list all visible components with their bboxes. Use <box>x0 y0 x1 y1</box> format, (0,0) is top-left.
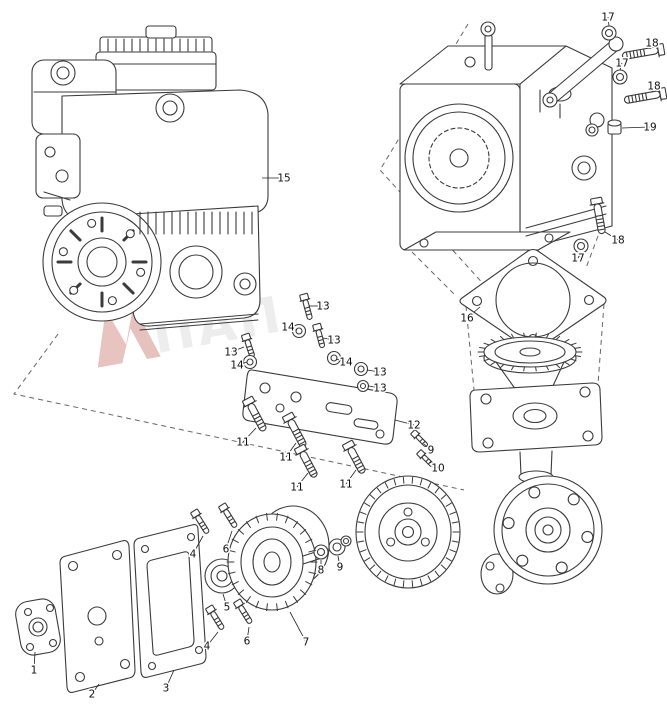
callout-leader-line <box>225 530 233 550</box>
callout-label: 17 <box>601 12 614 24</box>
mounting-plate-illustration <box>242 369 398 445</box>
watermark-m-icon <box>97 304 161 368</box>
callout-label: 18 <box>611 235 624 247</box>
callout-leader-line <box>337 555 341 568</box>
callout-leader-line <box>192 535 204 555</box>
callout-leader-line <box>242 427 257 443</box>
callout-label: 11 <box>236 437 249 449</box>
callout-leader-line <box>91 683 100 695</box>
callout-leader-line <box>394 419 415 426</box>
callout-label: 7 <box>303 637 310 649</box>
callout-label: 6 <box>223 544 230 556</box>
callout-label: 6 <box>244 636 251 648</box>
callout-label: 4 <box>204 641 211 653</box>
callout-label: 8 <box>318 565 325 577</box>
callout-label: 9 <box>428 445 435 457</box>
callout-leader-line <box>604 231 619 241</box>
callout-leader-line <box>607 16 610 27</box>
callout-leader-line <box>649 42 653 50</box>
callout-label: 18 <box>647 81 660 93</box>
callout-label: 16 <box>460 313 474 325</box>
callout-leader-line <box>345 469 357 485</box>
callout-label: 15 <box>277 173 290 185</box>
gear-and-pump-assembly-illustration <box>469 336 603 595</box>
callout-label: 14 <box>281 322 295 334</box>
callout-leader-line <box>621 126 651 129</box>
engine-illustration <box>31 25 269 331</box>
callout-leader-line <box>322 337 335 341</box>
callout-leader-line <box>335 358 347 363</box>
callout-leader-line <box>429 461 439 469</box>
callout-leader-line <box>289 611 307 643</box>
callout-leader-line <box>366 369 381 373</box>
callout-label: 9 <box>337 562 344 574</box>
callout-leader-line <box>296 472 309 488</box>
callout-label: 11 <box>290 482 303 494</box>
callout-label: 17 <box>571 253 584 265</box>
callout-leader-line <box>423 443 432 451</box>
callout-label: 5 <box>224 602 231 614</box>
callout-label: 2 <box>89 689 96 701</box>
callout-label: 13 <box>373 383 386 395</box>
callout-leader-line <box>230 346 245 353</box>
callout-label: 3 <box>163 683 170 695</box>
square-gasket-illustration <box>459 248 607 352</box>
callout-label: 14 <box>230 360 244 372</box>
line-art <box>15 21 667 693</box>
callout-leader-line <box>466 306 481 319</box>
gearbox-housing-illustration <box>399 21 624 251</box>
callout-leader-line <box>287 326 298 331</box>
callout-label: 10 <box>431 463 444 475</box>
callout-label: 13 <box>316 301 329 313</box>
callout-leader-line <box>619 62 623 71</box>
callout-label: 1 <box>31 665 38 677</box>
callout-label: 19 <box>643 122 656 134</box>
clutch-chain-illustration <box>15 475 461 693</box>
callout-label: 13 <box>373 367 386 379</box>
callout-label: 13 <box>224 347 237 359</box>
fasteners-and-details <box>56 25 667 630</box>
callout-leader-line <box>577 252 582 259</box>
callout-label: 12 <box>407 420 420 432</box>
callout-label: 17 <box>615 58 628 70</box>
callout-leader-line <box>165 669 175 689</box>
callout-leader-line <box>222 593 228 608</box>
callout-leader-line <box>246 626 250 642</box>
callout-label: 11 <box>279 452 292 464</box>
callout-label: 18 <box>645 38 658 50</box>
callout-leader-line <box>368 385 381 389</box>
callout-leader-line <box>236 361 248 366</box>
callout-leader-line <box>33 651 36 671</box>
callout-label: 14 <box>339 357 353 369</box>
callout-leader-line <box>285 442 297 458</box>
callout-label: 4 <box>190 549 197 561</box>
callout-leader-line <box>651 85 655 93</box>
callout-label: 13 <box>327 335 340 347</box>
callout-label: 11 <box>339 479 352 491</box>
callout-leader-line <box>206 631 219 647</box>
